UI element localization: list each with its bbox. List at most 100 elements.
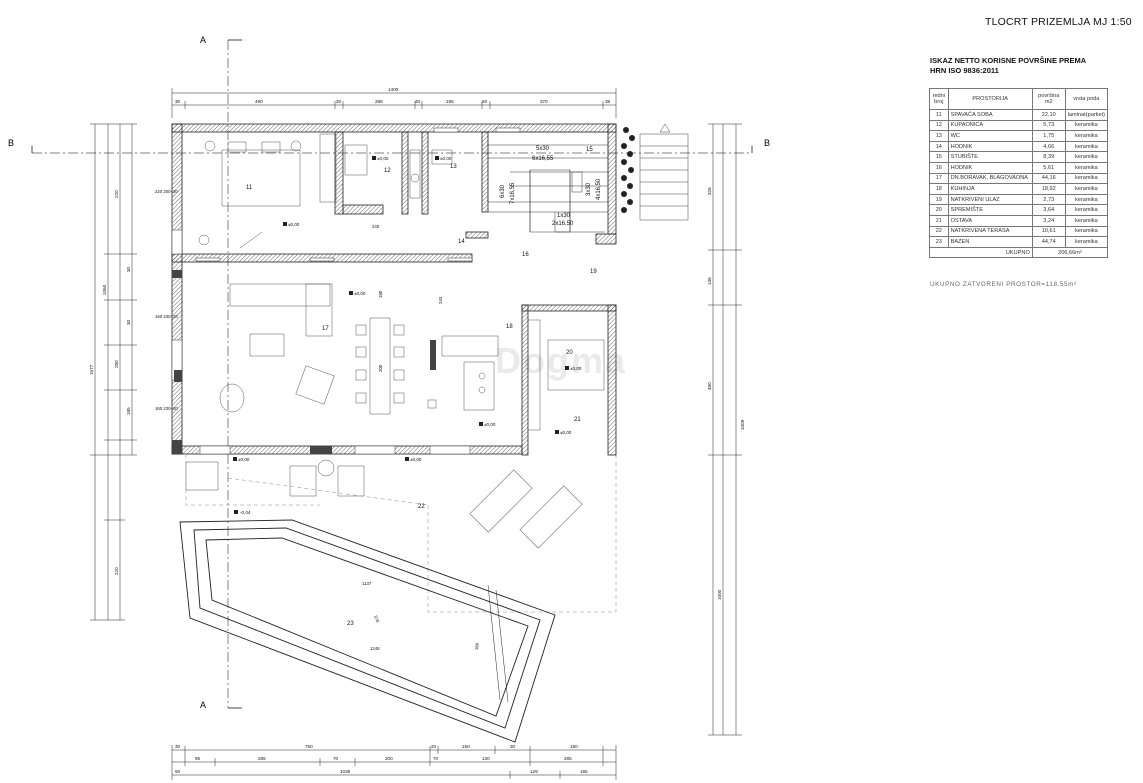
dim-bottom-9: 70 <box>333 756 339 761</box>
col-header-number: redni broj <box>929 88 949 110</box>
cell-room: STUBIŠTE <box>947 151 1033 163</box>
dim-bottom-16: 129 <box>530 769 538 774</box>
room-dim-6: 243 <box>438 296 443 304</box>
dim-bottom-4: 150 <box>462 744 470 749</box>
room-12: 12 <box>384 168 391 174</box>
area-table-heading-line2: HRN ISO 9836:2011 <box>930 66 999 75</box>
window-openings <box>171 127 521 455</box>
cell-area: 3,64 <box>1031 204 1066 216</box>
room-dim-2: 160 230+20 <box>155 314 178 319</box>
dim-bottom-10: 200 <box>385 756 393 761</box>
cell-area: 44,74 <box>1031 236 1066 248</box>
dim-left-total-2: 1577 <box>89 364 94 375</box>
cell-number: 11 <box>929 109 949 121</box>
cell-area: 2,73 <box>1031 193 1066 206</box>
section-marker-b-left: B <box>8 138 14 148</box>
dim-right-total-1: 1009 <box>740 419 745 430</box>
cell-floor: keramika <box>1064 225 1109 238</box>
cell-area: 1,75 <box>1031 130 1066 142</box>
dim-top-8: 370 <box>540 99 548 104</box>
cell-number: 18 <box>929 183 949 195</box>
stair-label-4: 7x16,55 <box>510 182 516 204</box>
cell-floor: keramika <box>1064 204 1109 216</box>
stair-label-7: 1x30 <box>557 213 571 219</box>
exterior-walls <box>171 123 617 456</box>
dim-right-1: 326 <box>707 187 712 195</box>
cell-floor: keramika <box>1064 130 1109 142</box>
cell-number: 23 <box>929 236 949 248</box>
level-mark-5: ±0,00 <box>570 366 582 371</box>
cell-area: 5,73 <box>1031 119 1066 132</box>
dim-bottom-17: 165 <box>580 769 588 774</box>
cell-room: SPAVAĆA SOBA <box>947 109 1033 121</box>
cell-room: HODNIK <box>947 140 1033 153</box>
cell-number: 19 <box>929 193 949 206</box>
cell-room: KUPAONICA <box>947 119 1033 132</box>
room-14: 14 <box>458 239 465 245</box>
stair-label-6: 4x16,50 <box>596 178 602 200</box>
cell-area: 18,92 <box>1031 183 1066 195</box>
cell-floor: keramika <box>1064 236 1109 248</box>
cell-number: 17 <box>929 172 949 185</box>
cell-area: 3,24 <box>1031 214 1066 227</box>
room-dim-1: 220 200+20 <box>155 189 178 194</box>
stair-label-1: 5x30 <box>536 146 550 152</box>
cell-number: 21 <box>929 214 949 227</box>
cell-number: 13 <box>929 130 949 142</box>
cell-area: 44,16 <box>1031 172 1066 185</box>
dim-right-2: 136 <box>707 277 712 285</box>
cell-floor: keramika <box>1064 161 1109 174</box>
dim-left-5: 185 <box>126 407 131 415</box>
room-19: 19 <box>590 269 597 275</box>
room-dim-10: 1137 <box>362 581 372 586</box>
dim-left-1: 220 <box>114 190 119 198</box>
cell-floor: laminat(parket) <box>1064 109 1109 121</box>
area-table-header-row: redni broj PROSTORIJA površina m2 vrsta … <box>929 88 1109 110</box>
dim-left-2: 280 <box>114 360 119 368</box>
dim-bottom-6: 150 <box>570 744 578 749</box>
room-dim-11: 1248 <box>370 646 380 651</box>
stair-label-2: 6x16,55 <box>532 156 554 162</box>
cell-number: 12 <box>929 119 949 132</box>
dim-top-6: 185 <box>446 99 454 104</box>
room-15: 15 <box>586 147 593 153</box>
dim-left-4: 30 <box>126 319 131 325</box>
cell-room: NATKRIVENI ULAZ <box>947 193 1033 206</box>
dim-bottom-15: 1035 <box>340 769 351 774</box>
dim-right-3: 480 <box>707 382 712 390</box>
room-13: 13 <box>450 164 457 170</box>
dim-top-7: 20 <box>482 99 488 104</box>
level-mark-7: ±0,00 <box>484 422 496 427</box>
total-value: 206,66m² <box>1031 246 1109 259</box>
furniture <box>185 133 605 549</box>
cell-floor: keramika <box>1064 119 1109 132</box>
closed-area-note: UKUPNO ZATVORENI PROSTOR=118,55m² <box>930 281 1077 288</box>
cell-area: 4,66 <box>1031 140 1066 153</box>
cell-room: WC <box>947 130 1033 142</box>
room-17: 17 <box>322 326 329 332</box>
dim-bottom-8: 285 <box>258 756 266 761</box>
cell-room: KUHINJA <box>947 183 1033 195</box>
col-header-room: PROSTORIJA <box>947 88 1033 110</box>
stair-label-5: 3x30 <box>586 182 592 196</box>
section-marker-a-top: A <box>200 35 206 45</box>
level-mark-6: ±0,00 <box>560 430 572 435</box>
wall-columns <box>172 270 436 454</box>
dim-left-total-1: 1060 <box>102 284 107 295</box>
sheet-title: TLOCRT PRIZEMLJA MJ 1:50 <box>985 16 1132 28</box>
stair-label-8: 2x16,50 <box>552 221 574 227</box>
col-header-floor: vrsta poda <box>1064 88 1109 110</box>
bottom-dimensions <box>171 745 617 780</box>
cell-floor: keramika <box>1064 214 1109 227</box>
room-21: 21 <box>574 417 581 423</box>
section-marker-b-right: B <box>764 138 770 148</box>
dim-left-6: 30 <box>126 266 131 272</box>
cell-number: 16 <box>929 161 949 174</box>
cell-room: NATKRIVENA TERASA <box>947 225 1033 238</box>
